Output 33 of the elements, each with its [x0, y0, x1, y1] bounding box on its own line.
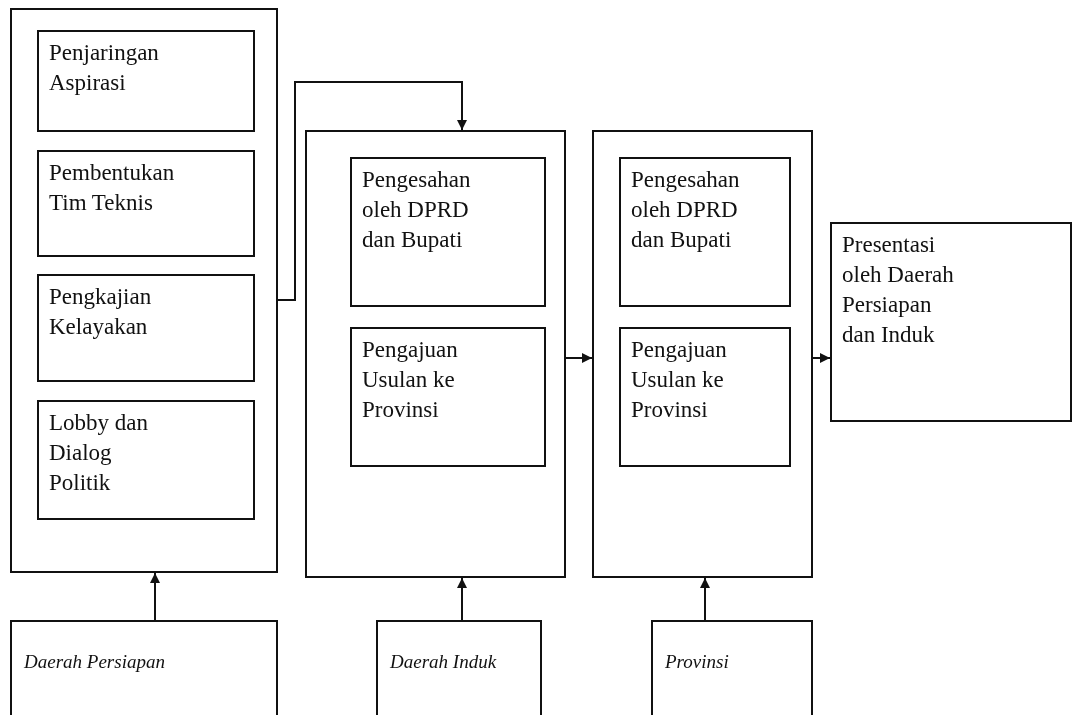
group-box — [305, 130, 566, 578]
arrow — [812, 353, 831, 363]
group-box — [10, 8, 278, 573]
step-label: Pengesahan oleh DPRD dan Bupati — [362, 166, 472, 254]
process-box — [37, 274, 255, 382]
process-box — [619, 157, 791, 307]
process-box — [37, 30, 255, 132]
step-label: Pengkajian Kelayakan — [49, 283, 153, 341]
process-box — [830, 222, 1072, 422]
step-label: Pengesahan oleh DPRD dan Bupati — [631, 166, 741, 254]
process-box — [350, 157, 546, 307]
group-box — [592, 130, 813, 578]
step-label: Pengajuan Usulan ke Provinsi — [631, 336, 728, 424]
actor-label: Daerah Induk — [390, 650, 497, 674]
arrow — [150, 572, 160, 621]
process-box — [37, 150, 255, 257]
actor-label: Provinsi — [665, 650, 729, 674]
step-label: Presentasi oleh Daerah Persiapan dan Induk — [842, 231, 954, 349]
arrow — [565, 353, 593, 363]
process-box — [350, 327, 546, 467]
arrow — [457, 577, 467, 621]
actor-box — [651, 620, 813, 715]
step-label: Pengajuan Usulan ke Provinsi — [362, 336, 459, 424]
arrow — [700, 577, 710, 621]
process-box — [619, 327, 791, 467]
arrow — [277, 81, 467, 301]
process-box — [37, 400, 255, 520]
actor-box — [10, 620, 278, 715]
step-label: Lobby dan Dialog Politik — [49, 409, 149, 497]
step-label: Penjaringan Aspirasi — [49, 39, 160, 97]
step-label: Pembentukan Tim Teknis — [49, 159, 176, 217]
actor-label: Daerah Persiapan — [24, 650, 165, 674]
actor-box — [376, 620, 542, 715]
